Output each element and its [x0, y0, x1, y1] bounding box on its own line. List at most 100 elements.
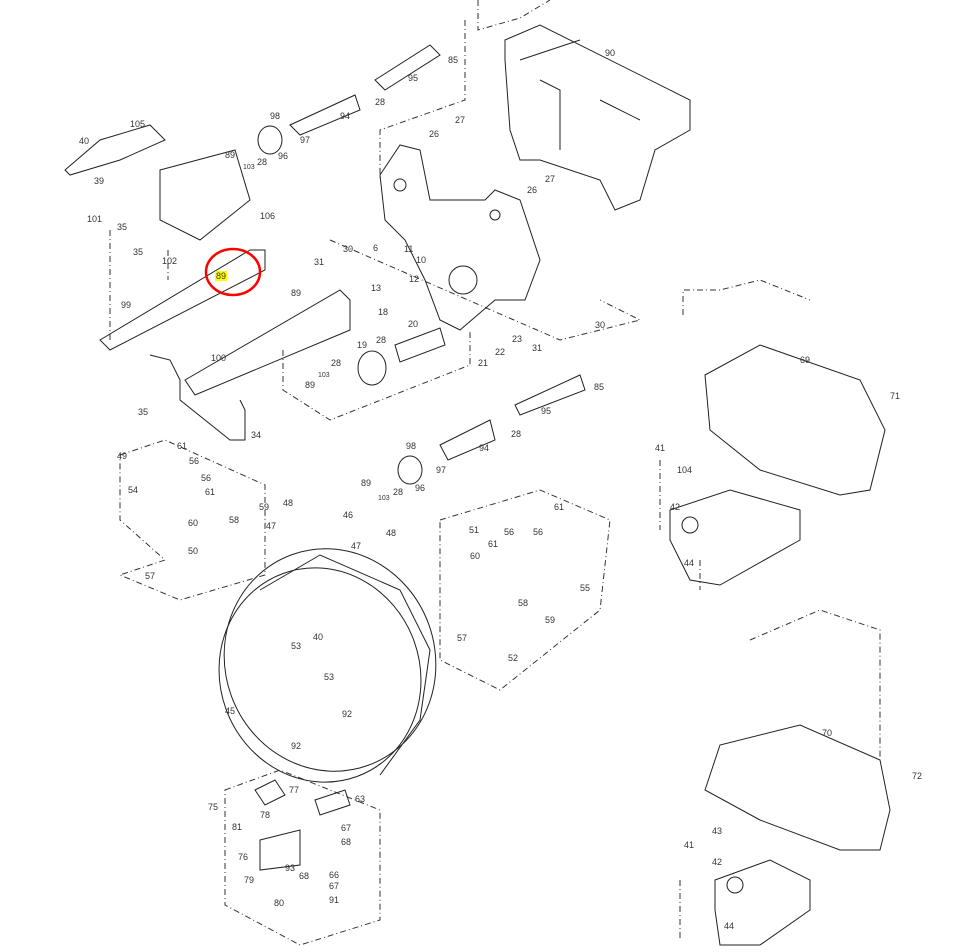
part-label-103: 103 [378, 495, 390, 502]
part-label-51: 51 [469, 525, 480, 535]
part-label-40: 40 [313, 632, 324, 642]
part-label-93: 93 [285, 863, 296, 873]
part-label-89: 89 [225, 150, 236, 160]
part-label-47: 47 [351, 541, 362, 551]
part-label-55: 55 [580, 583, 591, 593]
part-label-59: 59 [259, 502, 270, 512]
part-label-79: 79 [244, 875, 255, 885]
part-label-41: 41 [684, 840, 695, 850]
drum-part-45 [218, 548, 437, 783]
part-label-19: 19 [357, 340, 368, 350]
part-label-35: 35 [138, 407, 149, 417]
part-label-94: 94 [479, 443, 490, 453]
part-label-81: 81 [232, 822, 243, 832]
part-label-22: 22 [495, 347, 506, 357]
part-label-68: 68 [299, 871, 310, 881]
part-label-104: 104 [677, 465, 693, 475]
part-label-76: 76 [238, 852, 249, 862]
part-label-105: 105 [130, 119, 146, 129]
part-label-89: 89 [291, 288, 302, 298]
part-label-95: 95 [541, 406, 552, 416]
part-label-53: 53 [324, 672, 335, 682]
part-label-103: 103 [318, 372, 330, 379]
part-label-13: 13 [371, 283, 382, 293]
part-label-96: 96 [278, 151, 289, 161]
part-label-57: 57 [145, 571, 156, 581]
part-label-40: 40 [79, 136, 90, 146]
part-label-85: 85 [448, 55, 459, 65]
part-label-39: 39 [94, 176, 105, 186]
part-label-21: 21 [478, 358, 489, 368]
part-label-31: 31 [532, 343, 543, 353]
part-label-56: 56 [189, 456, 200, 466]
part-label-49: 49 [117, 451, 128, 461]
part-label-56: 56 [504, 527, 515, 537]
part-label-41: 41 [655, 443, 666, 453]
part-label-98: 98 [406, 441, 417, 451]
part-label-67: 67 [329, 881, 340, 891]
part-label-78: 78 [260, 810, 271, 820]
part-label-28: 28 [375, 97, 386, 107]
part-label-58: 58 [229, 515, 240, 525]
part-label-92: 92 [342, 709, 353, 719]
part-label-46: 46 [343, 510, 354, 520]
part-label-91: 91 [329, 895, 340, 905]
part-label-34: 34 [251, 430, 262, 440]
part-label-30: 30 [595, 320, 606, 330]
part-label-28: 28 [511, 429, 522, 439]
part-label-26: 26 [429, 129, 440, 139]
part-label-75: 75 [208, 802, 219, 812]
part-label-54: 54 [128, 485, 139, 495]
part-label-42: 42 [712, 857, 723, 867]
part-label-72: 72 [912, 771, 923, 781]
part-label-12: 12 [409, 274, 420, 284]
part-label-98: 98 [270, 111, 281, 121]
part-label-66: 66 [329, 870, 340, 880]
part-label-97: 97 [300, 135, 311, 145]
part-label-56: 56 [533, 527, 544, 537]
part-label-77: 77 [289, 785, 300, 795]
leader-lines [109, 0, 881, 946]
part-label-35: 35 [117, 222, 128, 232]
frame-part-90 [504, 24, 691, 211]
part-label-71: 71 [890, 391, 901, 401]
part-label-61: 61 [177, 441, 188, 451]
part-label-43: 43 [712, 826, 723, 836]
part-label-99: 99 [121, 300, 132, 310]
part-label-92: 92 [291, 741, 302, 751]
part-label-61: 61 [488, 539, 499, 549]
part-label-101: 101 [87, 214, 103, 224]
part-label-97: 97 [436, 465, 447, 475]
part-label-23: 23 [512, 334, 523, 344]
part-label-58: 58 [518, 598, 529, 608]
part-label-28: 28 [376, 335, 387, 345]
bracket-parts [64, 124, 351, 441]
part-label-57: 57 [457, 633, 468, 643]
part-label-70: 70 [822, 728, 833, 738]
part-label-96: 96 [415, 483, 426, 493]
part-label-56: 56 [201, 473, 212, 483]
part-label-47: 47 [266, 521, 277, 531]
part-label-11: 11 [404, 244, 414, 254]
housing-part-69 [669, 344, 886, 586]
part-label-27: 27 [545, 174, 556, 184]
part-label-28: 28 [393, 487, 404, 497]
part-label-69: 69 [800, 355, 811, 365]
part-label-28: 28 [331, 358, 342, 368]
part-label-63: 63 [355, 794, 366, 804]
part-label-27: 27 [455, 115, 466, 125]
side-plate [379, 144, 541, 331]
part-label-61: 61 [554, 502, 565, 512]
part-label-52: 52 [508, 653, 519, 663]
part-label-26: 26 [527, 185, 538, 195]
part-label-95: 95 [408, 73, 419, 83]
part-label-68: 68 [341, 837, 352, 847]
part-label-31: 31 [314, 257, 325, 267]
part-label-90: 90 [605, 48, 616, 58]
part-label-89: 89 [215, 271, 228, 281]
lower-assembly [254, 779, 351, 871]
part-label-67: 67 [341, 823, 352, 833]
part-label-35: 35 [133, 247, 144, 257]
part-label-89: 89 [305, 380, 316, 390]
